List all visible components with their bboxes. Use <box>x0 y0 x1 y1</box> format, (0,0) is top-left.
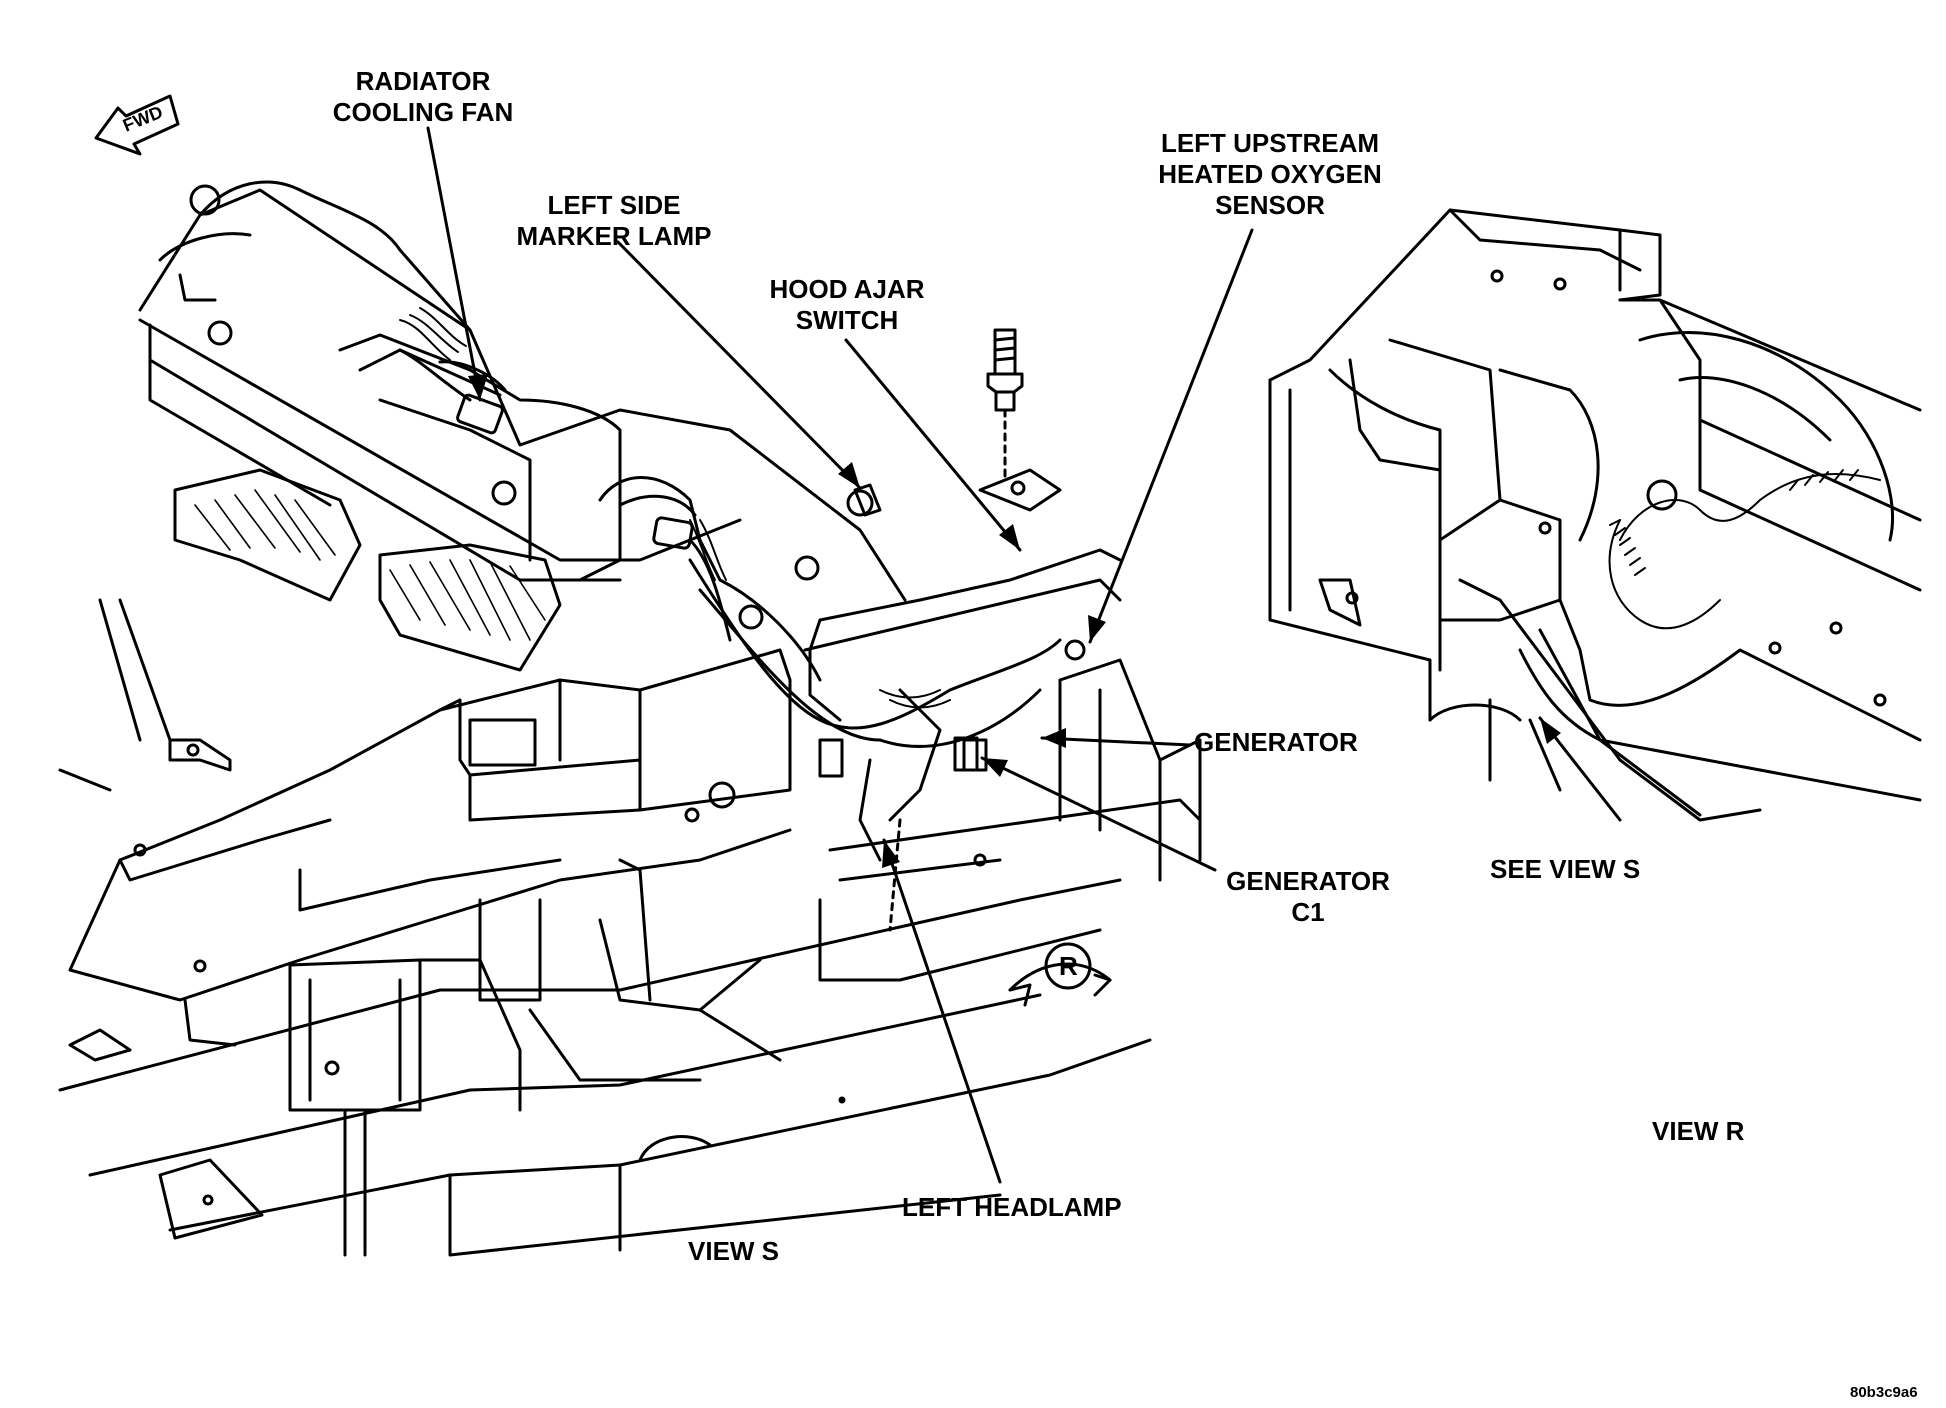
left-upstream-heated-oxygen-sensor-label: LEFT UPSTREAM HEATED OXYGEN SENSOR <box>1158 128 1382 220</box>
view-r-illustration <box>1268 208 1922 822</box>
figure-id: 80b3c9a6 <box>1850 1384 1918 1401</box>
view-r-marker-label: R <box>1059 951 1078 981</box>
left-headlamp-label: LEFT HEADLAMP <box>902 1192 1122 1222</box>
view-s-label: VIEW S <box>688 1236 780 1266</box>
hood-ajar-switch-label: HOOD AJAR SWITCH <box>769 274 925 335</box>
generator-label: GENERATOR <box>1194 727 1358 757</box>
view-s-illustration <box>58 180 1202 1257</box>
view-r-marker-icon: R <box>1008 942 1112 1007</box>
generator-c1-label: GENERATOR C1 <box>1226 866 1390 927</box>
left-side-marker-lamp-label: LEFT SIDE MARKER LAMP <box>516 190 712 251</box>
view-r-label: VIEW R <box>1652 1116 1745 1146</box>
radiator-cooling-fan-label: RADIATOR COOLING FAN <box>332 66 514 127</box>
fwd-arrow-icon: FWD <box>94 94 180 156</box>
see-view-s-label: SEE VIEW S <box>1490 854 1641 884</box>
leader-lines <box>426 126 1622 1184</box>
leader-arrowheads <box>468 374 1561 868</box>
